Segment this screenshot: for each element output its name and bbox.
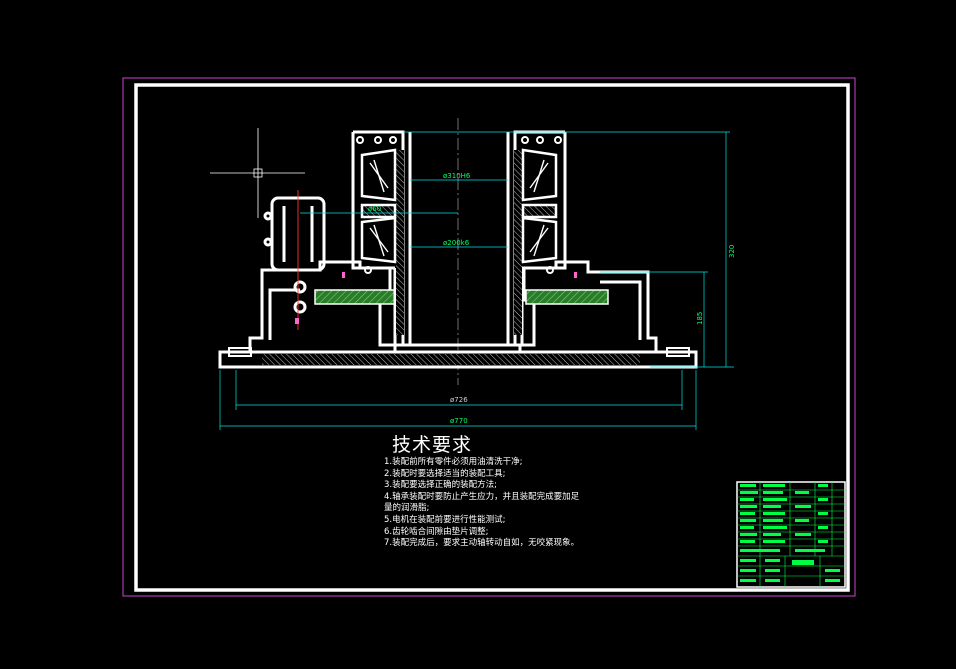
bearing-rollers [369, 159, 549, 257]
dimension-lines [219, 131, 734, 430]
dim-bore-upper: ø310H6 [443, 172, 471, 180]
gear-left [314, 289, 396, 305]
requirement-item: 量的润滑脂; [384, 503, 430, 514]
dim-small-left: ø60 [368, 205, 381, 213]
dim-base-inner: ø726 [450, 396, 468, 404]
housing [248, 260, 658, 352]
requirement-item: 6.齿轮啮合间隙由垫片调整; [384, 526, 489, 537]
bearing-upper [360, 148, 558, 264]
shaft-sleeve-left [396, 150, 404, 335]
base-plate [218, 347, 698, 369]
requirement-item: 1.装配前所有零件必须用油清洗干净; [384, 457, 523, 467]
crosshair-cursor [210, 128, 305, 218]
dim-bore-lower: ø200k6 [443, 239, 470, 247]
sheet-border-inner [134, 83, 850, 592]
gear-right [525, 289, 609, 305]
shaft-sleeve-right [514, 150, 522, 335]
dim-base-outer: ø770 [450, 417, 468, 425]
requirements-list: 1.装配前所有零件必须用油清洗干净; 2.装配时要选择适当的装配工具; 3.装配… [384, 457, 664, 550]
title-block [736, 481, 846, 588]
dim-overall-height: 320 [728, 245, 736, 258]
requirement-item: 5.电机在装配前要进行性能测试; [384, 514, 506, 525]
requirement-item: 2.装配时要选择适当的装配工具; [384, 468, 506, 479]
bearing-caps [356, 136, 562, 274]
requirements-title: 技术要求 [392, 434, 473, 456]
requirement-item: 4.轴承装配时要防止产生应力，并且装配完成要加足 [384, 491, 580, 502]
requirement-item: 3.装配要选择正确的装配方法; [384, 480, 497, 491]
sheet-border-outer [122, 77, 856, 597]
requirement-item: 7.装配完成后，要求主动轴转动自如，无咬紧现象。 [384, 538, 580, 549]
dim-inner-height: 185 [696, 312, 704, 325]
pink-markers [295, 272, 577, 324]
